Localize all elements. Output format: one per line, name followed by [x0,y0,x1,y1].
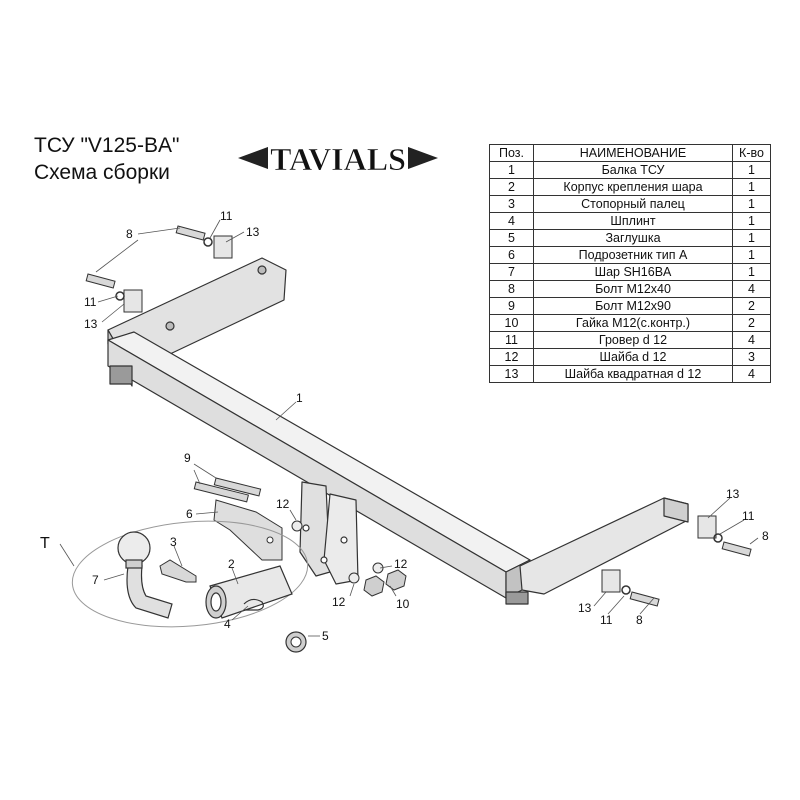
cell-pos: 10 [489,314,534,332]
lock-pin [159,559,197,583]
ball-housing [205,565,293,619]
label-11-left: 11 [84,295,97,309]
cell-name: Стопорный палец [533,195,733,213]
label-13-right: 13 [726,487,740,501]
label-8-lower-right: 8 [636,613,643,627]
label-12-lower: 12 [332,595,346,609]
label-9: 9 [184,451,191,465]
label-6: 6 [186,507,193,521]
logo-text: TAVIALS [270,141,406,177]
kit-group-outline [71,520,309,628]
label-5: 5 [322,629,329,643]
product-title: ТСУ "V125-BA" [34,134,180,157]
cell-name: Шайба квадратная d 12 [533,365,733,383]
cell-name: Корпус крепления шара [533,178,733,196]
tow-ball [117,531,173,619]
label-11-upper-left: 11 [220,209,233,223]
label-T: T [40,535,50,552]
label-12-right: 12 [394,557,408,571]
cell-name: Шайба d 12 [533,348,733,366]
label-11-lower-right: 11 [600,613,613,627]
tavials-logo: TAVIALS [238,141,438,177]
bolt-m12x90-group [193,477,262,503]
cell-name: Подрозетник тип А [533,246,733,264]
leader-lines [59,219,759,637]
label-1-beam: 1 [296,391,303,405]
split-pin [243,598,264,611]
label-3: 3 [170,535,177,549]
label-8-right: 8 [762,529,769,543]
label-12-bracket: 12 [276,497,290,511]
label-10: 10 [396,597,410,611]
plug [285,631,307,653]
lock-washer-group [115,237,723,595]
washer-nut-group [291,520,407,597]
cell-qty: 4 [732,365,771,383]
label-2: 2 [228,557,235,571]
socket-plate [213,499,283,561]
label-7: 7 [92,573,99,587]
label-13-upper-left: 13 [246,225,260,239]
cell-name: Гайка М12(с.контр.) [533,314,733,332]
tow-bar-beam [107,257,689,605]
label-4: 4 [224,617,231,631]
label-8-upper-left: 8 [126,227,133,241]
bolt-m12x40-group [85,225,752,607]
schema-subtitle: Схема сборки [34,161,170,184]
label-13-lower-right: 13 [578,601,592,615]
label-11-right: 11 [742,509,755,523]
label-13-left: 13 [84,317,98,331]
